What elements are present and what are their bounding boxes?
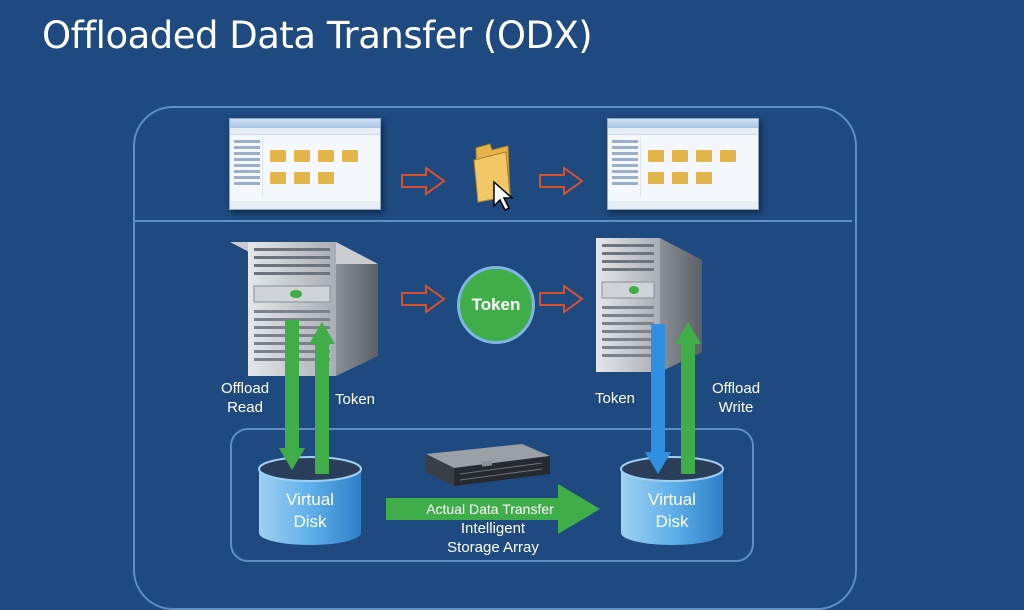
destination-disk-label: Virtual Disk — [648, 490, 696, 531]
source-disk-label: Virtual Disk — [286, 490, 334, 531]
destination-token-down-arrow — [645, 324, 671, 474]
drag-arrow-right-icon — [539, 166, 584, 196]
storage-array-icon — [426, 444, 550, 486]
token-badge: Token — [457, 266, 535, 344]
data-transfer-label: Actual Data Transfer — [426, 501, 554, 517]
storage-boundary — [230, 428, 754, 562]
offload-read-label: Offload Read — [220, 380, 270, 416]
folder-drag-icon — [473, 143, 514, 212]
destination-virtual-disk-icon — [620, 456, 724, 545]
destination-token-label: Token — [594, 390, 636, 407]
source-token-label: Token — [334, 391, 376, 408]
storage-array-label: Intelligent Storage Array — [447, 520, 539, 556]
drag-arrow-left-icon — [401, 166, 446, 196]
source-explorer-window — [229, 118, 381, 210]
token-arrow-right-icon — [539, 284, 584, 314]
offload-read-down-arrow — [279, 320, 305, 470]
host-divider — [134, 220, 852, 222]
slide-title: Offloaded Data Transfer (ODX) — [42, 14, 593, 57]
token-arrow-left-icon — [401, 284, 446, 314]
offload-write-up-arrow — [675, 322, 701, 474]
source-virtual-disk-icon — [258, 456, 362, 545]
data-transfer-arrow — [386, 484, 600, 534]
source-token-up-arrow — [309, 322, 335, 474]
destination-explorer-window — [607, 118, 759, 210]
destination-server-icon — [596, 238, 702, 372]
offload-write-label: Offload Write — [711, 380, 761, 416]
